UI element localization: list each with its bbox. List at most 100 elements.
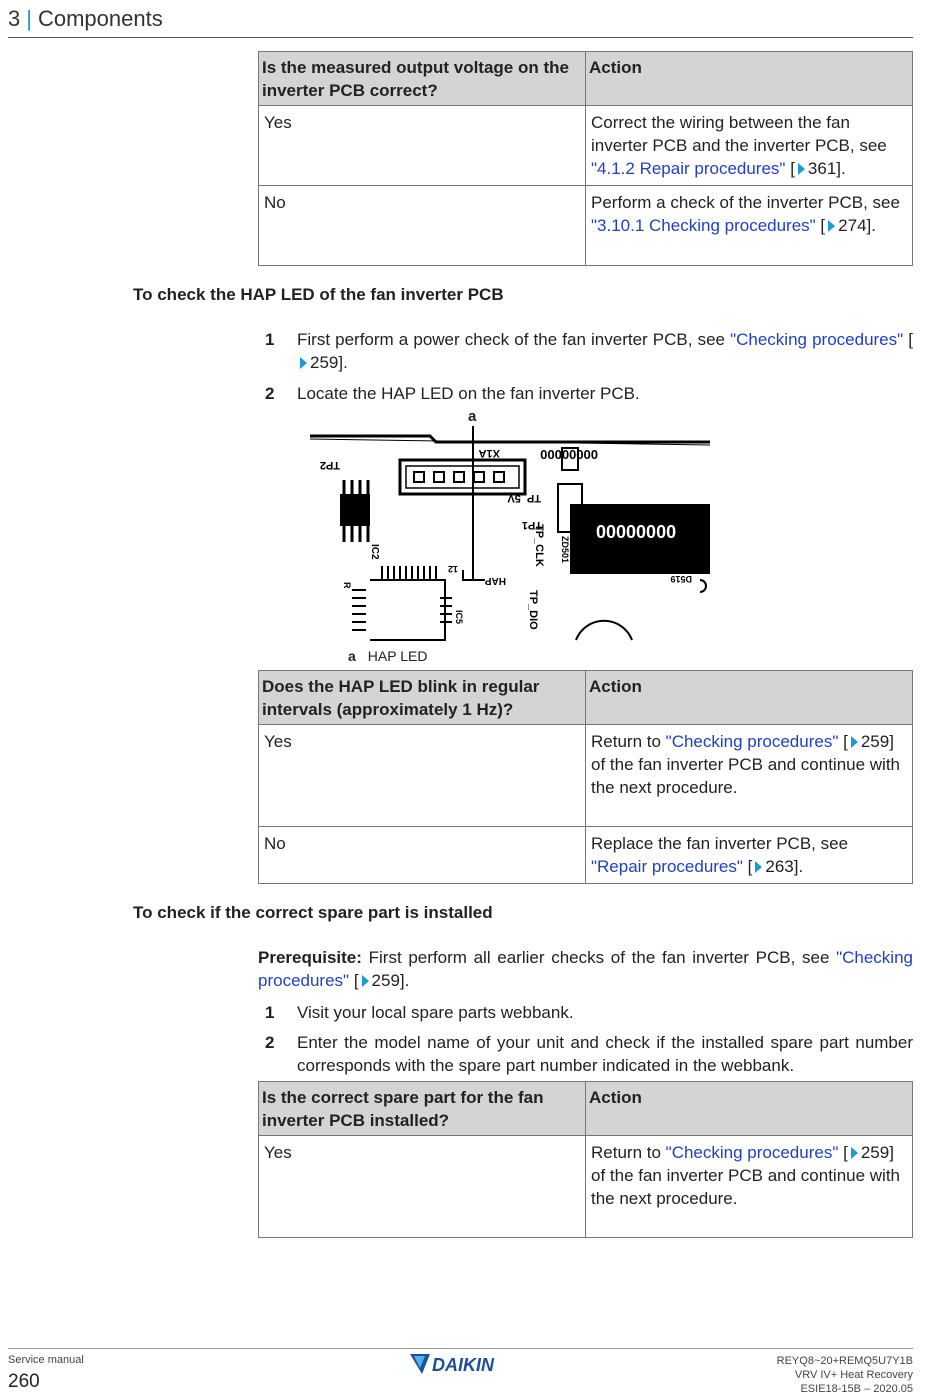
step-text: Visit your local spare parts webbank. bbox=[297, 1003, 574, 1022]
ic-chip bbox=[340, 494, 370, 526]
pcb-edge-line bbox=[310, 434, 710, 444]
table-header-question: Is the measured output voltage on the in… bbox=[258, 51, 586, 106]
action-text: Replace the fan inverter PCB, see bbox=[591, 834, 849, 853]
page-ref-arrow-icon bbox=[850, 1147, 858, 1159]
pcb-label: 12 bbox=[448, 564, 458, 574]
mounting-hole-arc bbox=[575, 619, 633, 641]
pcb-label: X1A bbox=[479, 447, 500, 459]
checking-procedures-link[interactable]: "3.10.1 Checking procedures" bbox=[591, 216, 816, 235]
table-header-action: Action bbox=[585, 51, 913, 106]
page-ref: 274]. bbox=[838, 216, 876, 235]
page-header: 3|Components bbox=[8, 6, 163, 32]
pcb-label: TP2 bbox=[320, 459, 340, 471]
pcb-label: TP_CLK bbox=[533, 524, 545, 567]
table-cell-action: Perform a check of the inverter PCB, see… bbox=[585, 185, 913, 266]
step-item: 2 Enter the model name of your unit and … bbox=[265, 1031, 913, 1077]
action-text: Correct the wiring between the fan inver… bbox=[591, 113, 887, 155]
table-header-question: Does the HAP LED blink in regular interv… bbox=[258, 670, 586, 725]
table-header-action: Action bbox=[585, 670, 913, 725]
page-ref-arrow-icon bbox=[850, 736, 858, 748]
section-title-spare-part: To check if the correct spare part is in… bbox=[133, 903, 493, 922]
page-ref: 263]. bbox=[765, 857, 804, 876]
footer-rule bbox=[8, 1348, 913, 1349]
page-number: 260 bbox=[8, 1371, 40, 1392]
page-ref-arrow-icon bbox=[828, 220, 836, 232]
hap-led-outline bbox=[462, 570, 485, 581]
page-ref: 259] of the fan inverter PCB and continu… bbox=[591, 732, 901, 797]
footer-series: VRV IV+ Heat Recovery bbox=[794, 1369, 913, 1381]
spare-part-table: Is the correct spare part for the fan in… bbox=[258, 1081, 913, 1238]
pcb-label: TP_DIO bbox=[527, 590, 539, 630]
table-cell-action: Replace the fan inverter PCB, see "Repai… bbox=[585, 826, 913, 884]
table-cell-answer: Yes bbox=[258, 724, 586, 827]
action-text: Return to bbox=[591, 1143, 666, 1162]
table-cell-answer: No bbox=[258, 185, 586, 266]
step-item: 1 First perform a power check of the fan… bbox=[265, 328, 913, 374]
footer-doc-code: ESIE18-15B – 2020.05 bbox=[800, 1383, 913, 1395]
step-number: 1 bbox=[265, 330, 275, 349]
page-ref-arrow-icon bbox=[755, 861, 763, 873]
table-row: No Perform a check of the inverter PCB, … bbox=[258, 185, 913, 266]
action-text: Return to bbox=[591, 732, 666, 751]
table-cell-answer: Yes bbox=[258, 1135, 586, 1238]
table-cell-action: Return to "Checking procedures" [259] of… bbox=[585, 724, 913, 827]
pcb-diagram: X1A 00000000 TP_5V TP2 IC2 00000000 ZD50… bbox=[309, 426, 711, 641]
checking-procedures-link[interactable]: "Checking procedures" bbox=[258, 948, 913, 990]
caption-text: HAP LED bbox=[367, 648, 428, 664]
table-cell-action: Correct the wiring between the fan inver… bbox=[585, 105, 913, 186]
daikin-logo-text: DAIKIN bbox=[432, 1355, 495, 1375]
checking-procedures-link[interactable]: "Checking procedures" bbox=[730, 330, 904, 349]
table-cell-answer: Yes bbox=[258, 105, 586, 186]
table-row: Yes Return to "Checking procedures" [259… bbox=[258, 724, 913, 827]
checking-procedures-link[interactable]: "Checking procedures" bbox=[665, 732, 839, 751]
page-ref: 361]. bbox=[807, 159, 846, 178]
pcb-label: HAP bbox=[485, 575, 506, 586]
figure-callout-letter: a bbox=[468, 408, 477, 425]
footer-doc-info: REYQ8~20+REMQ5U7Y1B VRV IV+ Heat Recover… bbox=[777, 1354, 913, 1396]
table-header-question: Is the correct spare part for the fan in… bbox=[258, 1081, 586, 1136]
step-number: 2 bbox=[265, 1033, 275, 1052]
table-header-action: Action bbox=[585, 1081, 913, 1136]
table-cell-action: Return to "Checking procedures" [259] of… bbox=[585, 1135, 913, 1238]
daikin-logo: DAIKIN bbox=[410, 1354, 495, 1375]
pcb-label: R bbox=[342, 582, 352, 589]
pcb-label: IC5 bbox=[454, 610, 464, 624]
table-row: Yes Return to "Checking procedures" [259… bbox=[258, 1135, 913, 1238]
step-number: 1 bbox=[265, 1003, 275, 1022]
pcb-label: D519 bbox=[670, 574, 692, 584]
caption-letter: a bbox=[348, 648, 356, 664]
chapter-number: 3 bbox=[8, 6, 21, 31]
action-text: Perform a check of the inverter PCB, see bbox=[591, 193, 900, 212]
section-title-hap-led: To check the HAP LED of the fan inverter… bbox=[133, 285, 504, 304]
repair-procedures-link[interactable]: "Repair procedures" bbox=[591, 857, 743, 876]
chapter-title: Components bbox=[37, 6, 163, 31]
pcb-label: 00000000 bbox=[596, 522, 676, 542]
step-text: Enter the model name of your unit and ch… bbox=[297, 1033, 913, 1075]
pcb-label: ZD501 bbox=[560, 536, 570, 563]
pcb-label: TP1 bbox=[522, 519, 542, 531]
step-text: First perform a power check of the fan i… bbox=[297, 330, 913, 372]
step-item: 1 Visit your local spare parts webbank. bbox=[265, 1001, 913, 1024]
page-ref-arrow-icon bbox=[361, 975, 369, 987]
page-ref: 259] of the fan inverter PCB and continu… bbox=[591, 1143, 901, 1208]
table-row: Yes Correct the wiring between the fan i… bbox=[258, 105, 913, 186]
table-row: No Replace the fan inverter PCB, see "Re… bbox=[258, 826, 913, 884]
header-separator: | bbox=[26, 6, 32, 31]
pcb-label: 00000000 bbox=[540, 447, 598, 462]
footer-model: REYQ8~20+REMQ5U7Y1B bbox=[776, 1355, 913, 1367]
pcb-label: TP_5V bbox=[507, 492, 541, 504]
pcb-label: IC2 bbox=[369, 544, 380, 560]
hap-led-blink-table: Does the HAP LED blink in regular interv… bbox=[258, 670, 913, 884]
prerequisite-label: Prerequisite: bbox=[258, 948, 362, 967]
header-rule bbox=[8, 37, 913, 38]
checking-procedures-link[interactable]: "Checking procedures" bbox=[665, 1143, 839, 1162]
prerequisite-paragraph: Prerequisite: First perform all earlier … bbox=[258, 948, 913, 990]
step-text: Locate the HAP LED on the fan inverter P… bbox=[297, 384, 640, 403]
connector-x1a bbox=[398, 458, 527, 496]
repair-procedures-link[interactable]: "4.1.2 Repair procedures" bbox=[591, 159, 786, 178]
component-block bbox=[570, 504, 710, 574]
figure-caption: a HAP LED bbox=[348, 648, 427, 664]
step-number: 2 bbox=[265, 384, 275, 403]
page-ref-arrow-icon bbox=[797, 163, 805, 175]
footer-doc-type: Service manual bbox=[8, 1354, 84, 1366]
